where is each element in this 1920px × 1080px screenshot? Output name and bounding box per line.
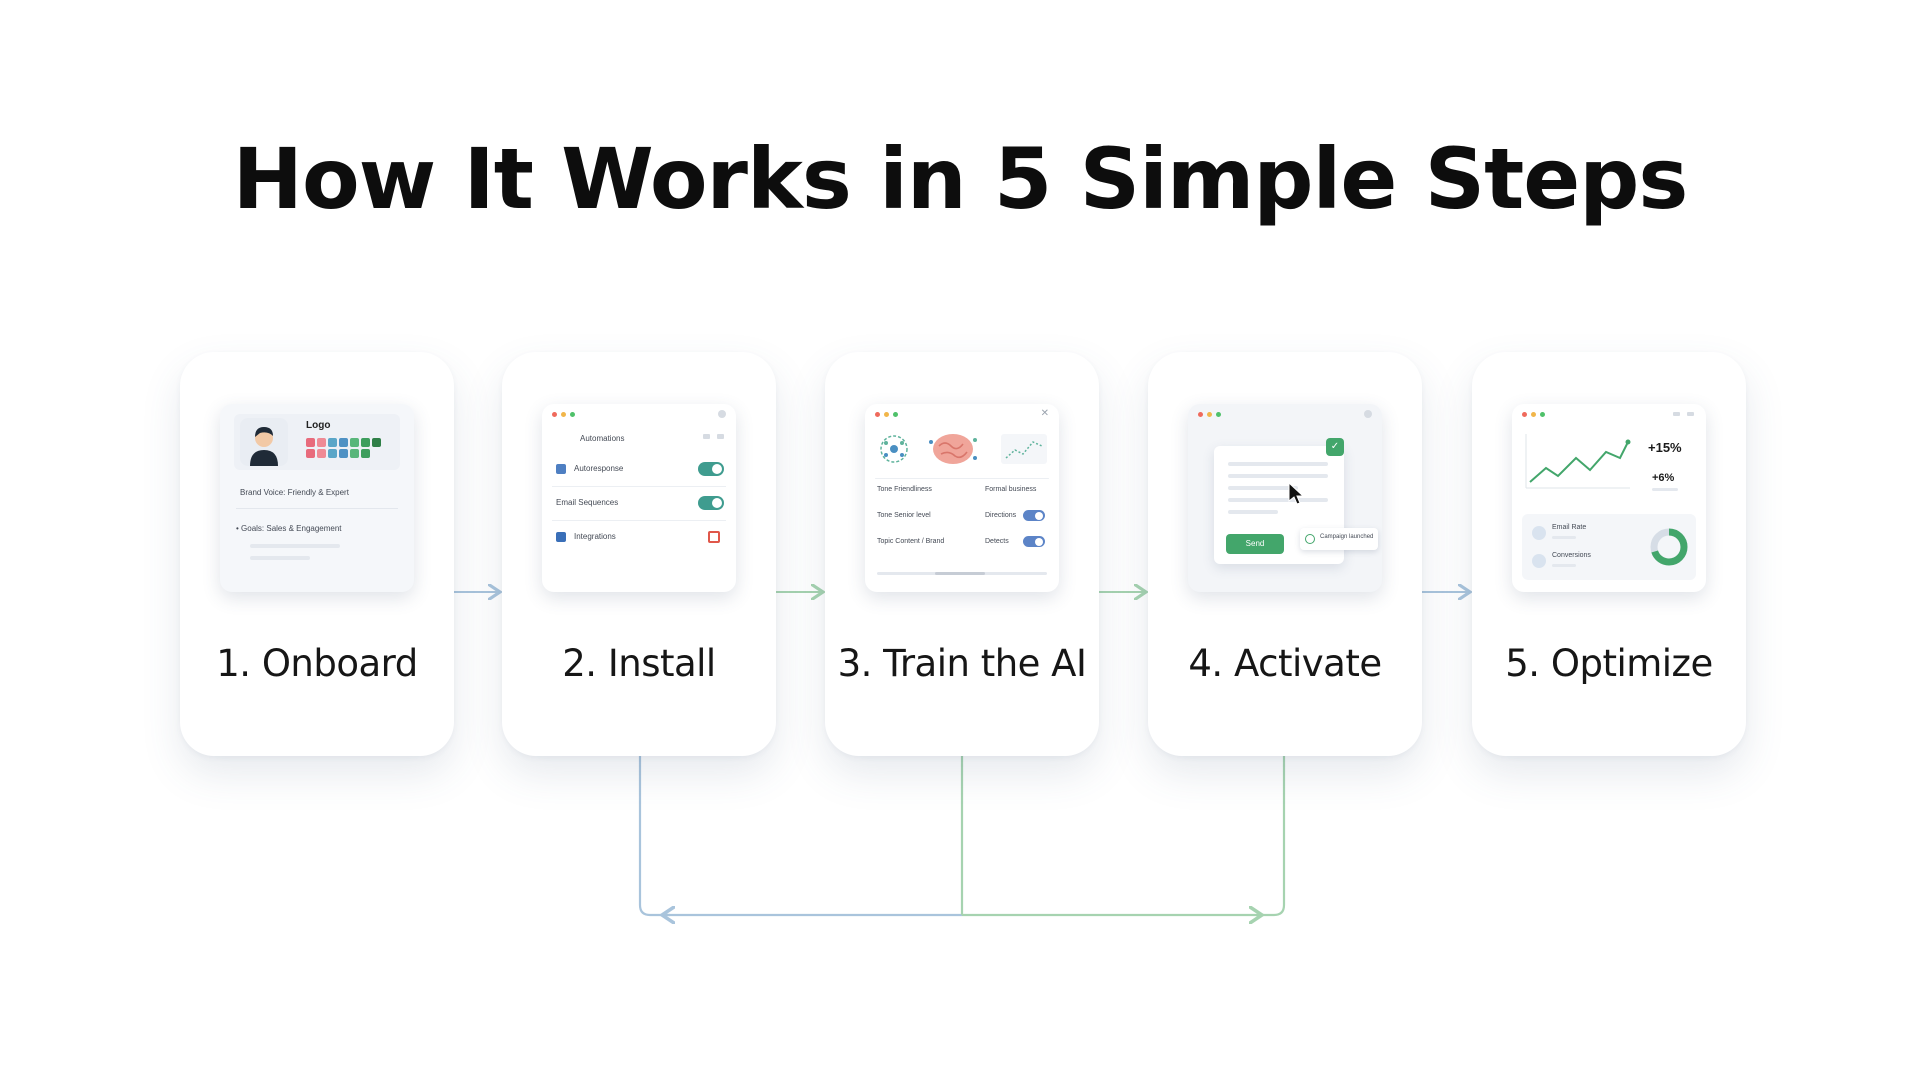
automation-row[interactable]: Integrations	[552, 520, 726, 554]
send-button[interactable]: Send	[1226, 534, 1284, 554]
autoresponse-toggle[interactable]	[698, 462, 724, 476]
train-row-right: Directions	[985, 512, 1017, 519]
goals-text: • Goals: Sales & Engagement	[236, 524, 342, 533]
train-ai-illustration: ✕ Tone Friendliness Formal business Tone…	[865, 404, 1059, 592]
divider	[875, 478, 1049, 479]
placeholder-line	[1228, 462, 1328, 466]
placeholder-line	[1228, 510, 1278, 514]
optimize-illustration: +15% +6% Email Rate Conversions	[1512, 404, 1706, 592]
step-label: 1. Onboard	[216, 642, 418, 685]
divider	[236, 508, 398, 509]
cursor-icon	[1288, 482, 1305, 505]
settings-icon	[718, 410, 726, 418]
step-card-activate[interactable]: Send ✓ Campaign launched 4. Activate	[1148, 352, 1422, 756]
automations-heading: Automations	[580, 434, 625, 443]
integration-app-icon	[708, 531, 720, 543]
close-icon: ✕	[1040, 408, 1049, 419]
color-swatch	[350, 438, 359, 447]
chart-icon	[1001, 434, 1047, 464]
color-swatch	[328, 438, 337, 447]
window-titlebar	[542, 404, 736, 424]
window-titlebar: ✕	[865, 404, 1059, 424]
step-label: 2. Install	[562, 642, 716, 685]
step-card-optimize[interactable]: +15% +6% Email Rate Conversions 5. Optim…	[1472, 352, 1746, 756]
color-swatch	[317, 449, 326, 458]
activate-illustration: Send ✓ Campaign launched	[1188, 404, 1382, 592]
window-titlebar	[1188, 404, 1382, 424]
logo-heading: Logo	[306, 420, 331, 431]
menu-icon	[1687, 412, 1694, 416]
placeholder-line	[1228, 474, 1328, 478]
placeholder-line	[250, 556, 310, 560]
page-title: How It Works in 5 Simple Steps	[232, 130, 1689, 228]
color-swatch	[306, 449, 315, 458]
automation-row[interactable]: Email Sequences	[552, 486, 726, 521]
check-badge-icon: ✓	[1326, 438, 1344, 456]
email-rate-icon	[1532, 526, 1546, 540]
avatar-icon	[240, 418, 288, 466]
trend-chart-icon	[1525, 434, 1631, 489]
brand-voice-text: Brand Voice: Friendly & Expert	[240, 488, 349, 497]
placeholder-line	[1652, 488, 1678, 491]
placeholder-line	[1228, 486, 1298, 490]
train-row-left: Tone Friendliness	[877, 486, 932, 493]
onboard-illustration: Logo Brand Voice: Friendly & Expert • Go…	[220, 404, 414, 592]
loop-right	[1256, 756, 1286, 917]
metrics-panel: Email Rate Conversions	[1522, 514, 1696, 580]
step-label: 5. Optimize	[1505, 642, 1713, 685]
color-swatch	[306, 438, 315, 447]
train-row-left: Tone Senior level	[877, 512, 931, 519]
metric-label: Email Rate	[1552, 524, 1587, 531]
step-label: 4. Activate	[1188, 642, 1382, 685]
color-swatch	[361, 449, 370, 458]
color-swatch	[361, 438, 370, 447]
step-card-train-ai[interactable]: ✕ Tone Friendliness Formal business Tone…	[825, 352, 1099, 756]
settings-icon	[1364, 410, 1372, 418]
metric-label: Conversions	[1552, 552, 1591, 559]
brain-icon	[929, 434, 977, 464]
progress-fill	[935, 572, 985, 575]
integrations-icon	[556, 532, 566, 542]
color-swatch	[339, 438, 348, 447]
automation-row[interactable]: Autoresponse	[552, 452, 726, 487]
topic-toggle[interactable]	[1023, 536, 1045, 547]
placeholder-line	[250, 544, 340, 548]
tone-toggle[interactable]	[1023, 510, 1045, 521]
loop-left	[638, 756, 670, 917]
step-label: 3. Train the AI	[837, 642, 1087, 685]
stat-secondary: +6%	[1652, 472, 1675, 484]
row-label: Autoresponse	[574, 464, 624, 473]
donut-chart-icon	[1650, 528, 1688, 566]
install-illustration: Automations Autoresponse Email Sequences…	[542, 404, 736, 592]
step-card-onboard[interactable]: Logo Brand Voice: Friendly & Expert • Go…	[180, 352, 454, 756]
placeholder-line	[1552, 564, 1576, 567]
notification-text: Campaign launched	[1320, 534, 1374, 540]
row-label: Email Sequences	[556, 498, 619, 507]
email-sequences-toggle[interactable]	[698, 496, 724, 510]
color-swatch	[339, 449, 348, 458]
train-row-right: Detects	[985, 538, 1009, 545]
train-row-right: Formal business	[985, 486, 1037, 493]
launch-notification: Campaign launched	[1300, 528, 1378, 550]
row-label: Integrations	[574, 532, 616, 541]
color-swatch	[350, 449, 359, 458]
window-titlebar	[1512, 404, 1706, 424]
color-swatch	[328, 449, 337, 458]
conversions-icon	[1532, 554, 1546, 568]
network-icon	[880, 435, 908, 463]
color-swatch	[372, 438, 381, 447]
menu-icon	[717, 434, 724, 439]
placeholder-line	[1228, 498, 1328, 502]
step-card-install[interactable]: Automations Autoresponse Email Sequences…	[502, 352, 776, 756]
train-row-left: Topic Content / Brand	[877, 538, 945, 545]
notification-icon	[1305, 534, 1315, 544]
email-composer: Send	[1214, 446, 1344, 564]
menu-icon	[1673, 412, 1680, 416]
brand-color-swatches	[306, 438, 381, 458]
placeholder-line	[1552, 536, 1576, 539]
stat-increase: +15%	[1648, 440, 1682, 455]
autoresponse-icon	[556, 464, 566, 474]
menu-icon	[703, 434, 710, 439]
color-swatch	[317, 438, 326, 447]
